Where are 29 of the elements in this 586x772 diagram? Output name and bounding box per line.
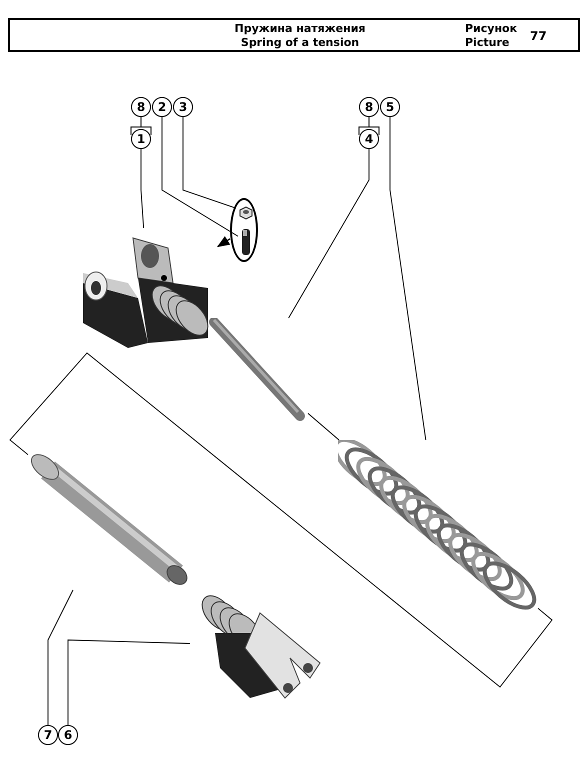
nut-drawing	[238, 206, 254, 220]
leader-line	[182, 116, 236, 209]
callout-number: 3	[173, 97, 193, 117]
callout-number: 2	[152, 97, 172, 117]
callout-number: 6	[58, 725, 78, 745]
rod-drawing	[208, 318, 308, 423]
leader-line	[48, 590, 74, 726]
callout-number: 4	[359, 129, 379, 149]
callout-number: 5	[380, 97, 400, 117]
coil-spring-drawing	[338, 440, 538, 610]
figure-word: Рисунок	[465, 22, 518, 36]
assembly-line	[308, 412, 340, 440]
detail-ellipse	[230, 198, 258, 262]
assembly-line	[9, 352, 553, 688]
callout-number: 1	[131, 129, 151, 149]
callout-number: 8	[359, 97, 379, 117]
leader-line	[162, 116, 238, 237]
title-english: Spring of a tension	[240, 36, 360, 50]
leader-line	[390, 116, 426, 440]
title-russian: Пружина натяжения	[234, 22, 366, 36]
leader-line	[68, 640, 190, 726]
figure-word: Picture	[465, 36, 510, 50]
arrow	[216, 236, 230, 248]
leader-line	[140, 148, 144, 228]
callout-number: 7	[38, 725, 58, 745]
leader-line	[288, 148, 370, 318]
figure-number: 77	[530, 29, 547, 43]
set-screw-drawing	[240, 228, 252, 256]
callout-number: 8	[131, 97, 151, 117]
